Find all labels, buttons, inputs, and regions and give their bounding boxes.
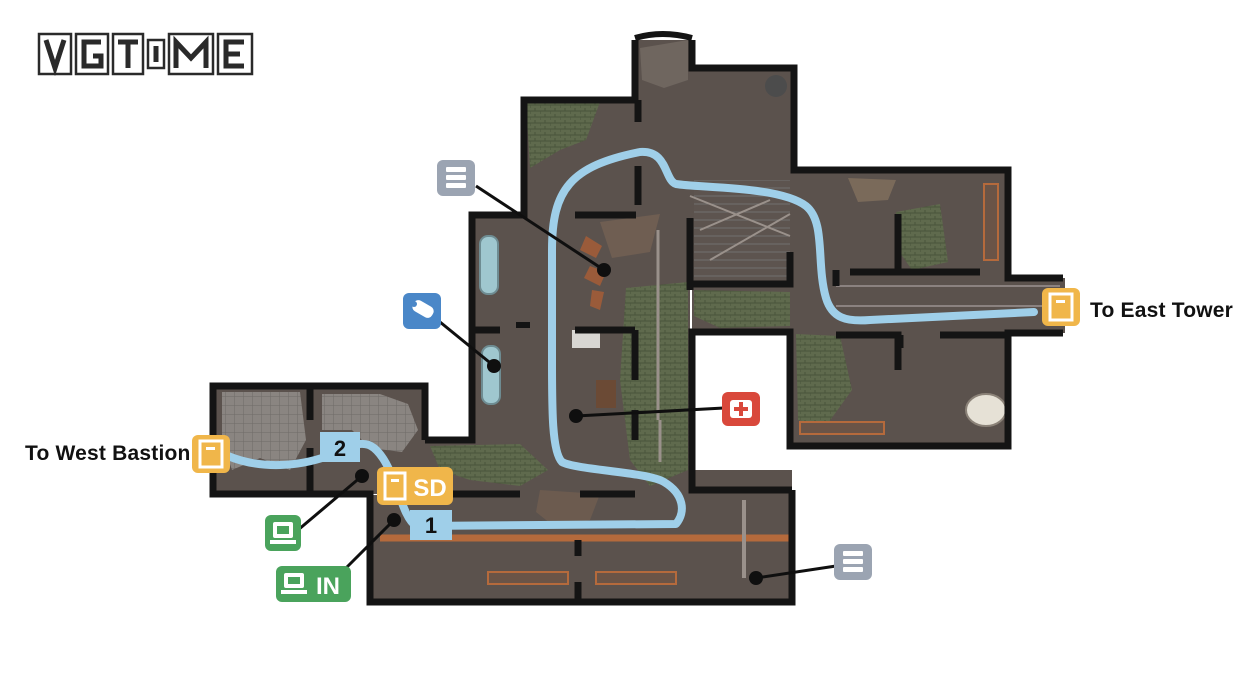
first-aid-icon: [730, 400, 752, 418]
waypoint-2-label: 2: [334, 436, 346, 461]
west-exit-label: To West Bastion: [25, 442, 191, 465]
east-exit-badge[interactable]: [1042, 288, 1080, 326]
waypoint-1: 1: [410, 510, 452, 540]
walls: [209, 31, 1063, 606]
computer-terminal-icon: [270, 522, 296, 544]
locker-badge-top[interactable]: [437, 160, 475, 196]
terminal-badge[interactable]: [265, 515, 301, 551]
door-icon: [383, 471, 407, 501]
locker-badge-bottom[interactable]: [834, 544, 872, 580]
flashlight-icon: [411, 300, 434, 318]
west-exit-badge[interactable]: [192, 435, 230, 473]
waypoint-1-label: 1: [425, 513, 437, 538]
door-icon: [198, 439, 224, 469]
waypoint-2: 2: [320, 432, 360, 462]
locker-icon: [843, 551, 863, 572]
vgtime-logo: VGTIME: [36, 30, 256, 80]
item-badge[interactable]: [403, 293, 441, 329]
terminal-in-badge[interactable]: IN: [276, 566, 351, 602]
east-exit-label: To East Tower: [1090, 299, 1234, 322]
locker-icon: [446, 167, 466, 188]
door-icon: [1048, 292, 1074, 322]
computer-terminal-icon: [281, 573, 307, 594]
save-door-label: SD: [413, 475, 446, 502]
medkit-badge[interactable]: [722, 392, 760, 426]
logo-text: VGTIME: [146, 78, 150, 80]
terminal-in-label: IN: [316, 573, 340, 600]
save-door-badge[interactable]: SD: [377, 467, 453, 505]
route-path: [224, 148, 1038, 530]
marker-dots: [355, 263, 763, 585]
leader-lines: [297, 184, 837, 580]
